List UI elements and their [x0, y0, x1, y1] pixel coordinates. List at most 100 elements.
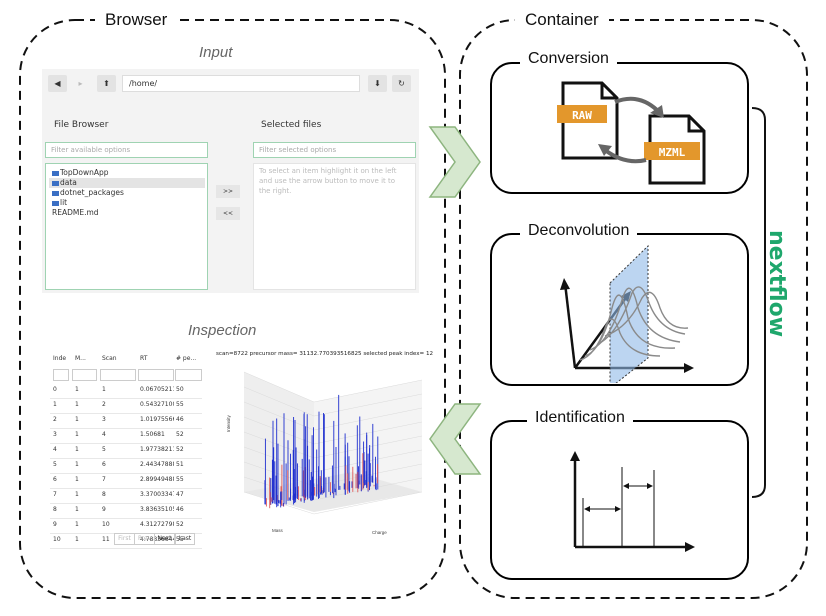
last-page-button[interactable]: Last: [175, 533, 195, 545]
selection-hint: To select an item highlight it on the le…: [259, 167, 397, 195]
y-axis-label: Charge: [372, 530, 387, 535]
browser-frame: [19, 19, 446, 599]
move-left-button[interactable]: <<: [216, 207, 240, 220]
table-cell: 5: [102, 446, 106, 453]
list-item[interactable]: dotnet_packages: [52, 188, 124, 198]
arrow-left-icon: [429, 403, 482, 475]
conversion-title: Conversion: [520, 49, 617, 69]
up-button[interactable]: ⬆: [97, 75, 116, 92]
filter-cell[interactable]: [100, 369, 136, 381]
table-cell: 2: [53, 416, 57, 423]
table-cell: 55: [176, 536, 184, 543]
table-cell: 1: [102, 386, 106, 393]
deconvolution-illustration: [560, 244, 694, 383]
column-header[interactable]: RT: [140, 355, 148, 362]
identification-illustration: [570, 451, 695, 552]
folder-icon: [52, 200, 59, 206]
table-cell: 10: [102, 521, 110, 528]
table-cell: 6: [53, 476, 57, 483]
table-cell: 1: [75, 416, 79, 423]
selected-files-list: [253, 163, 416, 290]
container-title: Container: [515, 10, 609, 30]
filter-available-input[interactable]: Filter available options: [45, 142, 208, 158]
input-label: Input: [199, 44, 233, 61]
column-header[interactable]: Inde: [53, 355, 67, 362]
table-cell: 6: [102, 461, 106, 468]
table-cell: 1.01975566: [140, 416, 174, 423]
next-page-button[interactable]: Next: [154, 533, 175, 545]
forward-button[interactable]: ▸: [71, 75, 90, 92]
list-item-selected[interactable]: data: [49, 178, 205, 188]
filter-cell[interactable]: [138, 369, 174, 381]
table-cell: 1.97738211: [140, 446, 174, 453]
table-cell: 8: [53, 506, 57, 513]
move-right-button[interactable]: >>: [216, 185, 240, 198]
conversion-illustration: RAW MZML: [557, 81, 706, 185]
filter-cell[interactable]: [53, 369, 69, 381]
table-cell: 9: [53, 521, 57, 528]
raw-file-icon: RAW: [557, 81, 619, 160]
table-cell: 46: [176, 506, 184, 513]
table-cell: 0.06705211: [140, 386, 174, 393]
column-header[interactable]: M...: [75, 355, 86, 362]
table-cell: 52: [176, 431, 184, 438]
list-item[interactable]: README.md: [52, 208, 99, 217]
table-cell: 0.54327100: [140, 401, 174, 408]
back-button[interactable]: ◀: [48, 75, 67, 92]
column-header[interactable]: Scan: [102, 355, 117, 362]
inspection-label: Inspection: [188, 322, 257, 339]
table-cell: 1: [75, 431, 79, 438]
table-cell: 52: [176, 521, 184, 528]
folder-icon: [52, 170, 59, 176]
list-item[interactable]: lit: [52, 198, 67, 208]
column-header[interactable]: # pe...: [176, 355, 197, 362]
identification-box: [490, 420, 749, 580]
folder-icon: [52, 180, 59, 186]
table-cell: 4.78836644: [140, 536, 174, 543]
filter-cell[interactable]: [72, 369, 97, 381]
table-cell: 47: [176, 491, 184, 498]
available-files-list: TopDownApp data dotnet_packages lit READ…: [45, 163, 208, 290]
table-cell: 0: [53, 386, 57, 393]
refresh-button[interactable]: ↻: [392, 75, 411, 92]
table-cell: 7: [53, 491, 57, 498]
path-field[interactable]: /home/: [122, 75, 360, 92]
list-item[interactable]: TopDownApp: [52, 168, 109, 178]
arrow-right-icon: [428, 126, 481, 198]
x-axis-label: Mass: [272, 528, 284, 533]
table-cell: 4.31272798: [140, 521, 174, 528]
table-cell: 5: [53, 461, 57, 468]
table-cell: 1: [75, 461, 79, 468]
file-browser-heading: File Browser: [54, 120, 109, 130]
download-button[interactable]: ⬇: [368, 75, 387, 92]
selected-files-heading: Selected files: [261, 120, 322, 130]
table-cell: 3.83635105: [140, 506, 174, 513]
raw-label: RAW: [572, 109, 592, 122]
filter-selected-input[interactable]: Filter selected options: [253, 142, 416, 158]
deconvolution-title: Deconvolution: [520, 221, 638, 241]
arrow-to-raw: [603, 148, 647, 164]
table-cell: 2.89949488: [140, 476, 174, 483]
table-cell: 2.44347888: [140, 461, 174, 468]
table-cell: 1: [75, 401, 79, 408]
filter-cell[interactable]: [175, 369, 202, 381]
filter-row: [50, 368, 202, 381]
table-cell: 1: [53, 401, 57, 408]
first-page-button[interactable]: First: [114, 533, 135, 545]
table-cell: 55: [176, 401, 184, 408]
table-cell: 51: [176, 461, 184, 468]
prev-page-button[interactable]: Prev: [134, 533, 155, 545]
table-cell: 55: [176, 476, 184, 483]
